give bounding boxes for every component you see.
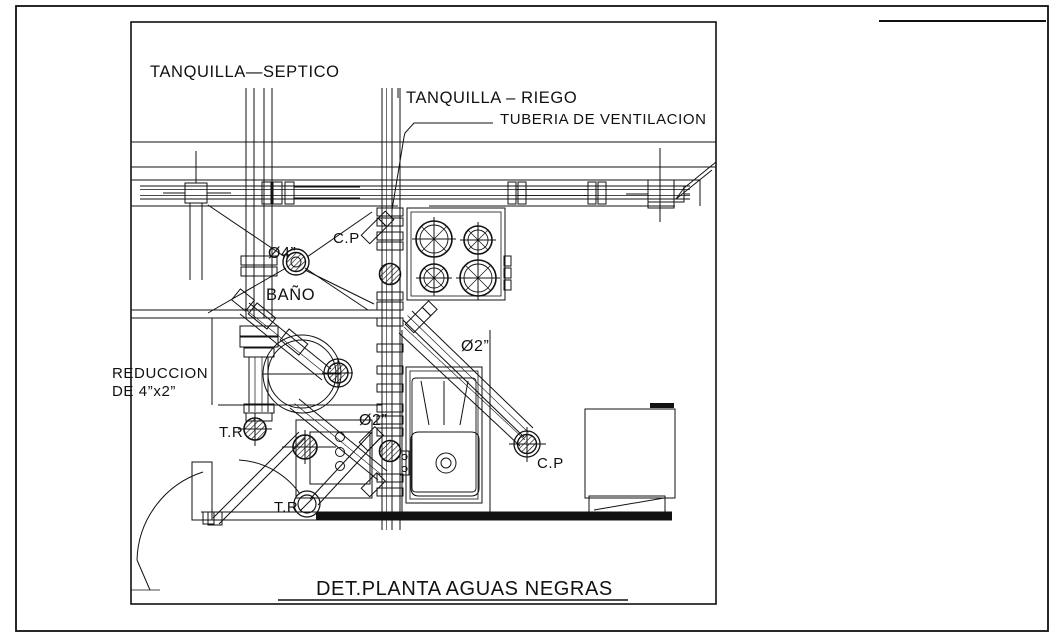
septic-riser-reduction	[239, 325, 279, 422]
label-tr-left: T.R	[219, 424, 243, 441]
kitchen-sink	[399, 366, 483, 504]
stove-control-knobs	[503, 255, 512, 291]
trap-register-bottom-symbol	[293, 490, 321, 518]
label-tanquilla-riego: TANQUILLA – RIEGO	[406, 89, 577, 107]
pipe-coupling-group-left	[261, 181, 360, 205]
cleanout-cp-right-symbol	[509, 427, 546, 462]
sink-drainboard-grooves	[420, 380, 469, 426]
water-tank	[584, 403, 676, 513]
label-tanquilla-septico: TANQUILLA—SEPTICO	[150, 63, 340, 81]
sink-basin	[410, 431, 480, 497]
label-tuberia-ventilacion: TUBERIA DE VENTILACION	[500, 111, 707, 128]
stove-burner-1	[412, 217, 456, 261]
label-reduccion-line1: REDUCCION	[112, 365, 208, 382]
label-diameter-2in-right: Ø2”	[461, 338, 489, 355]
wall-grid-line-right	[699, 22, 717, 604]
shower-area	[282, 419, 373, 499]
stove-burner-4	[456, 256, 500, 300]
floor-drain-left-symbol	[288, 430, 322, 464]
toilet-drain-symbol	[322, 358, 353, 389]
cleanout-cp-top-symbol	[282, 248, 310, 276]
stove-cooktop	[406, 207, 512, 301]
label-cp-right: C.P	[537, 455, 564, 472]
pipe-elbow-right	[626, 148, 717, 222]
septic-riser-coupling-upper	[240, 255, 278, 277]
title-block-label: DET.PLANTA AGUAS NEGRAS	[316, 578, 613, 600]
diagonal-drain-to-door	[207, 431, 306, 526]
label-reduccion-line2: DE 4”x2”	[112, 383, 176, 400]
trap-register-left-symbol	[238, 413, 272, 446]
supply-line-to-cp-right	[398, 310, 534, 447]
toilet-connection-pipe	[230, 288, 332, 381]
vent-node-lower-symbol	[378, 439, 402, 463]
sheet-outer-border	[15, 5, 1049, 632]
label-diameter-2in-left: Ø2”	[359, 412, 387, 429]
label-tr-bottom: T.R	[274, 499, 298, 516]
upper-wall-band	[131, 141, 716, 207]
stack-branch-fittings	[358, 210, 438, 498]
label-diameter-4in: Ø4”	[268, 245, 296, 262]
stove-burner-2	[460, 222, 496, 258]
leader-line-ventilacion	[391, 122, 493, 211]
pipe-tee-left	[163, 151, 231, 280]
sanitary-vent-arc	[238, 459, 301, 495]
bathroom-walls	[131, 309, 383, 530]
stove-burner-3	[416, 260, 452, 296]
pipe-coupling-group-right	[507, 181, 607, 205]
leader-lines-cp-top	[207, 204, 375, 314]
main-vent-stack	[381, 88, 401, 530]
label-cp-top: C.P	[333, 230, 360, 247]
label-bano: BAÑO	[266, 284, 315, 304]
door-swing-arc	[131, 461, 215, 591]
shower-branch-pipes	[289, 398, 388, 506]
vent-node-upper-symbol	[378, 262, 402, 286]
septic-tank-riser-pipes	[245, 88, 273, 318]
sink-faucet	[399, 450, 410, 476]
